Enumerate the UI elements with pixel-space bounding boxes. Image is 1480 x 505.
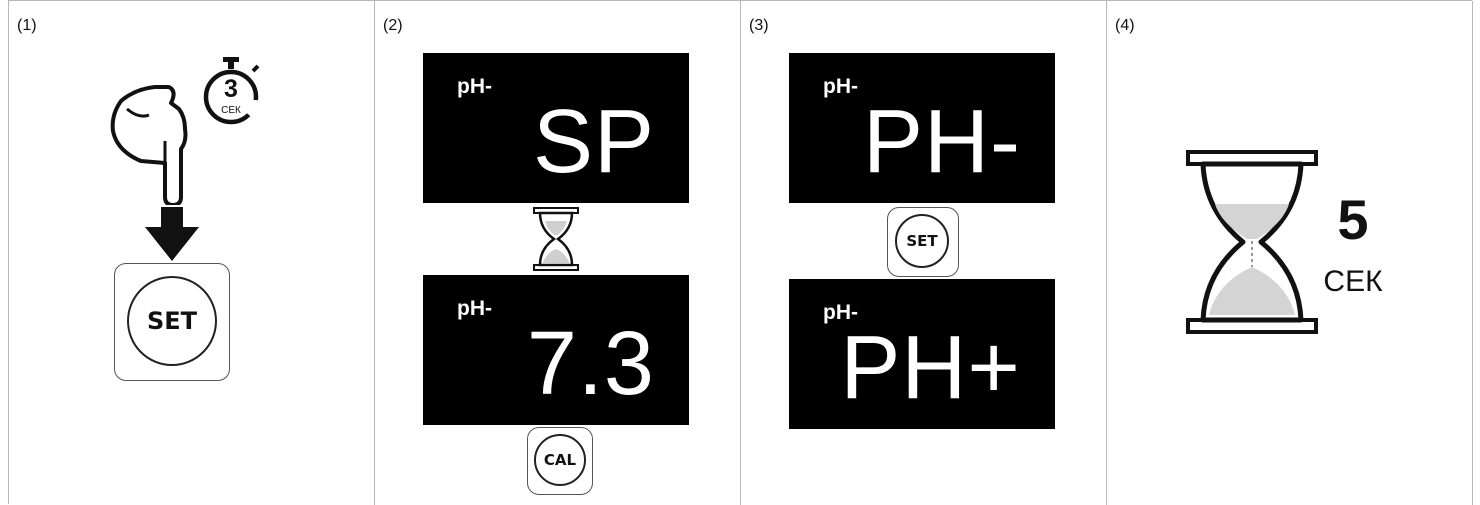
stopwatch-icon xyxy=(203,57,260,125)
panel-number: (3) xyxy=(749,17,769,34)
panel-2: (2) pH- SP pH- 7.3 CAL xyxy=(375,1,741,505)
lcd-display-mode-plus: pH- PH+ xyxy=(789,279,1055,429)
hand-pointer-icon xyxy=(110,85,188,205)
lcd-display-setpoint: pH- SP xyxy=(423,53,689,203)
display-value: PH- xyxy=(863,92,1021,192)
display-tag: pH- xyxy=(823,75,858,98)
panel-number: (2) xyxy=(383,17,403,34)
cal-button[interactable]: CAL xyxy=(534,434,586,486)
hourglass-icon xyxy=(533,207,579,271)
set-key[interactable]: SET xyxy=(114,263,230,381)
panel-1: (1) 3 СЕК SET xyxy=(9,1,375,505)
hourglass-icon xyxy=(1186,150,1318,334)
display-tag: pH- xyxy=(457,75,492,98)
timer-value: 3 xyxy=(224,75,238,103)
set-key[interactable]: SET xyxy=(887,207,959,277)
lcd-display-value: pH- 7.3 xyxy=(423,275,689,425)
display-tag: pH- xyxy=(457,297,492,320)
set-button[interactable]: SET xyxy=(895,214,949,268)
timer-unit: СЕК xyxy=(221,105,241,116)
panel-number: (4) xyxy=(1115,17,1135,34)
cal-key[interactable]: CAL xyxy=(527,427,593,495)
wait-value: 5 xyxy=(1337,188,1369,251)
set-button[interactable]: SET xyxy=(127,276,217,366)
panel-3: (3) pH- PH- SET pH- PH+ xyxy=(741,1,1107,505)
display-value: PH+ xyxy=(840,318,1021,418)
lcd-display-mode-minus: pH- PH- xyxy=(789,53,1055,203)
wait-unit: СЕК xyxy=(1323,265,1383,298)
instruction-strip: (1) 3 СЕК SET (2) pH- SP xyxy=(8,0,1473,505)
panel-4: (4) 5 СЕК xyxy=(1107,1,1473,505)
display-value: 7.3 xyxy=(526,314,655,414)
display-value: SP xyxy=(532,92,655,192)
display-tag: pH- xyxy=(823,301,858,324)
down-arrow-icon xyxy=(145,207,199,261)
panel-number: (1) xyxy=(17,17,37,34)
